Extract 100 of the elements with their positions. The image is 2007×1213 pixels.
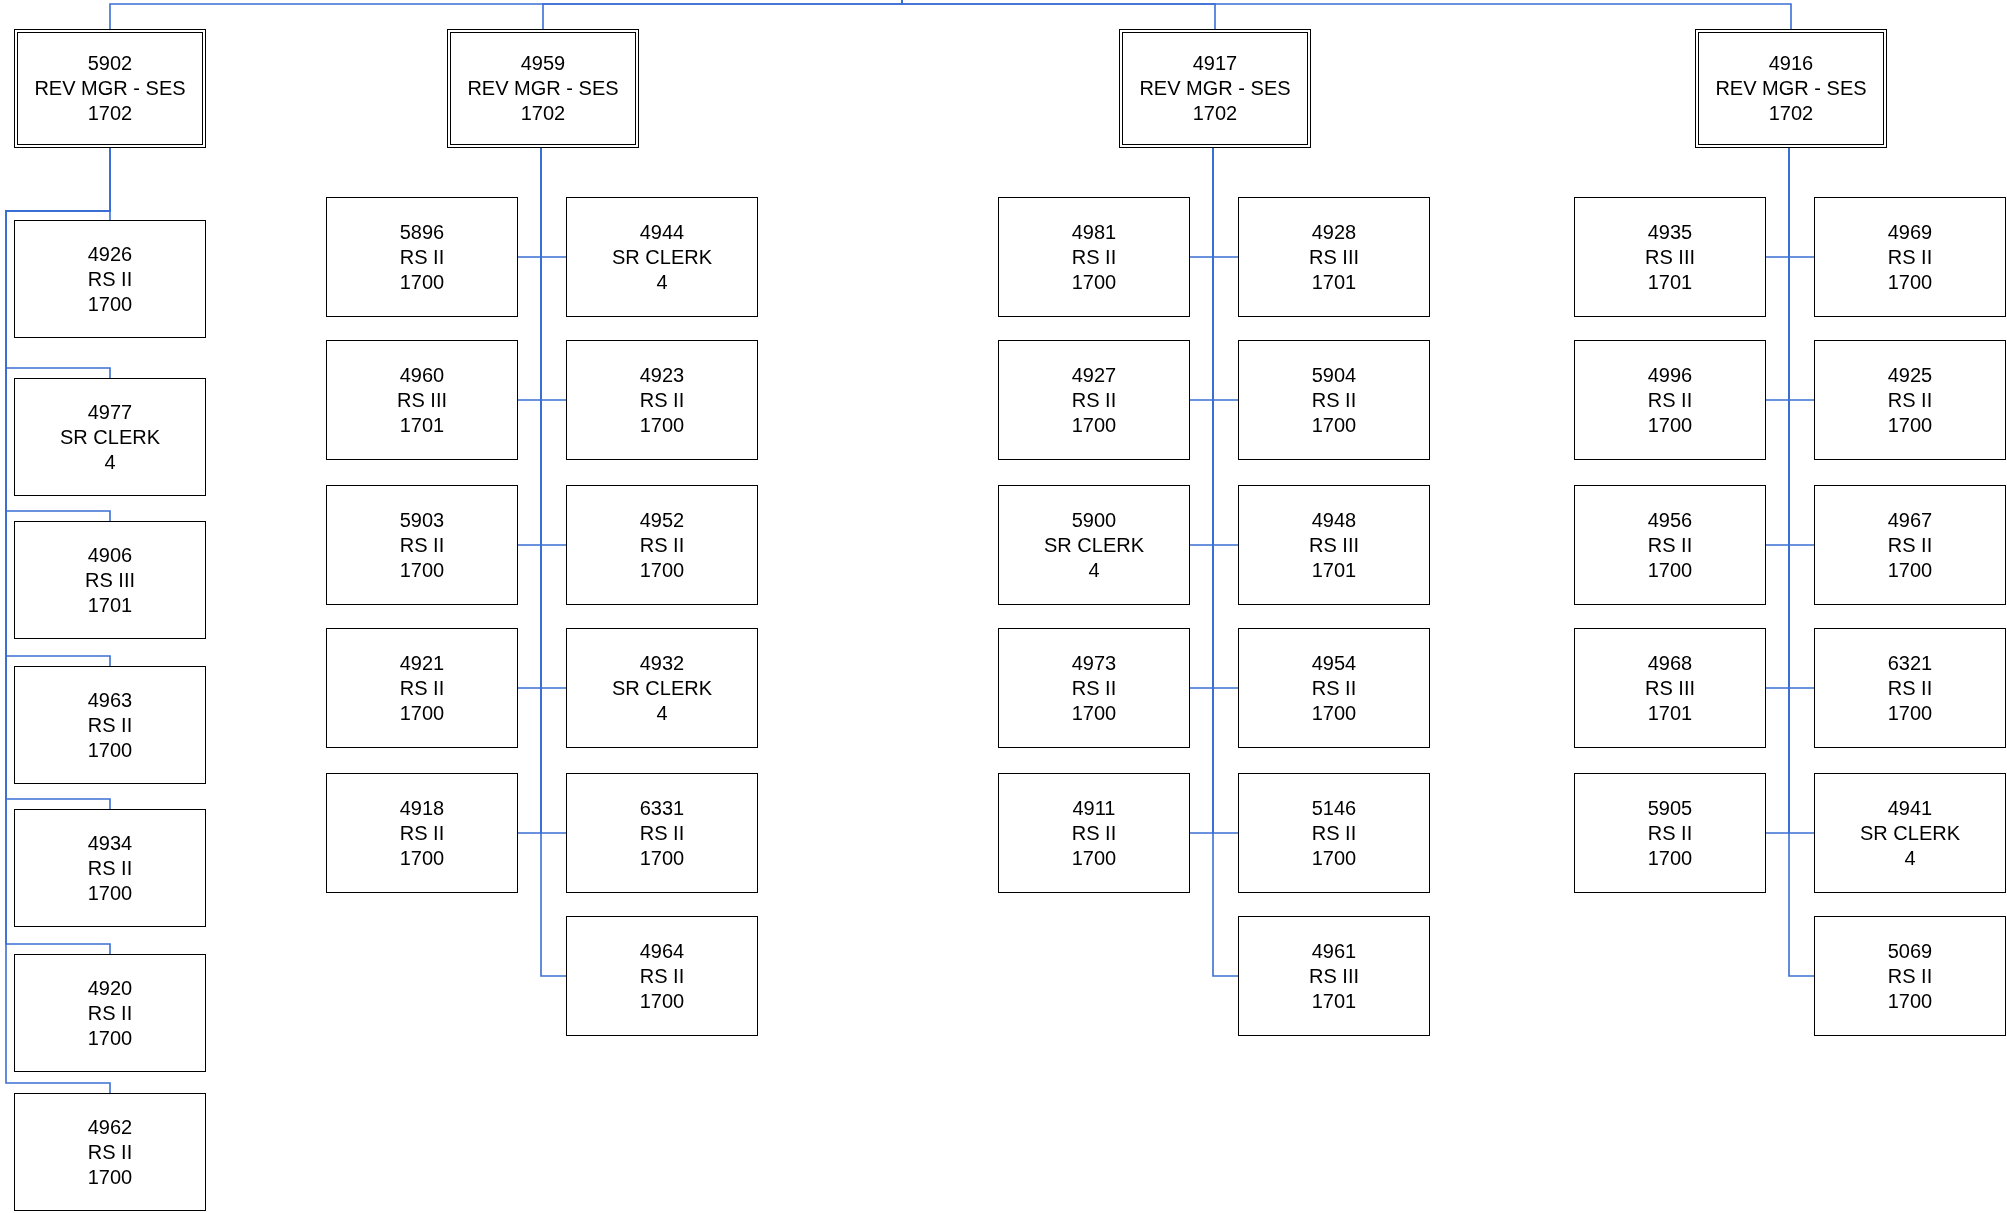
position-box — [566, 773, 758, 893]
position-text: 1700 — [1311, 700, 1357, 726]
position-text: 4948 — [1311, 507, 1357, 533]
position-text: 4932 — [639, 650, 685, 676]
position-text: 4934 — [87, 830, 133, 856]
position-box — [1574, 773, 1766, 893]
position-text: RS III — [1309, 244, 1359, 270]
position-box — [1238, 628, 1430, 748]
position-text: RS III — [85, 567, 135, 593]
position-box — [998, 340, 1190, 460]
position-box — [566, 485, 758, 605]
position-box — [566, 916, 758, 1036]
position-text: 5902 — [87, 51, 133, 76]
position-text: 1701 — [1311, 988, 1357, 1014]
position-text: 1700 — [1647, 412, 1693, 438]
position-text: 1700 — [1887, 412, 1933, 438]
position-text: 4926 — [87, 241, 133, 267]
position-text: RS II — [639, 532, 685, 558]
position-box — [1814, 773, 2006, 893]
position-text: 1700 — [639, 845, 685, 871]
position-text: 1701 — [1311, 557, 1357, 583]
position-box — [1238, 340, 1430, 460]
position-text: 4981 — [1071, 219, 1117, 245]
position-box — [1238, 485, 1430, 605]
position-text: 1700 — [639, 412, 685, 438]
position-text: SR CLERK — [1044, 532, 1144, 558]
manager-position-box — [1119, 29, 1311, 148]
position-text: REV MGR - SES — [34, 76, 186, 101]
position-text: RS II — [1647, 820, 1693, 846]
position-text: 4968 — [1647, 650, 1693, 676]
manager-position-box — [447, 29, 639, 148]
position-text: RS II — [1647, 532, 1693, 558]
position-text: 4963 — [87, 687, 133, 713]
position-text: 4 — [104, 449, 116, 475]
position-text: RS II — [639, 963, 685, 989]
position-text: RS III — [1645, 675, 1695, 701]
position-box — [1238, 197, 1430, 317]
position-text: RS II — [1887, 963, 1933, 989]
position-text: RS II — [1071, 244, 1117, 270]
position-text: 1700 — [87, 880, 133, 906]
position-text: 4996 — [1647, 362, 1693, 388]
position-box — [1574, 628, 1766, 748]
position-box — [326, 340, 518, 460]
position-text: 1702 — [1768, 101, 1814, 126]
position-text: RS II — [1887, 244, 1933, 270]
position-text: 1702 — [520, 101, 566, 126]
position-text: RS II — [399, 675, 445, 701]
connector-line — [901, 0, 1792, 30]
position-text: 4927 — [1071, 362, 1117, 388]
position-text: 1700 — [1071, 412, 1117, 438]
position-text: RS II — [87, 1000, 133, 1026]
position-box — [1814, 485, 2006, 605]
position-text: RS II — [399, 244, 445, 270]
position-text: RS II — [399, 532, 445, 558]
position-text: 1700 — [1071, 269, 1117, 295]
position-text: 4 — [1088, 557, 1100, 583]
position-text: 4977 — [87, 399, 133, 425]
position-text: RS II — [87, 266, 133, 292]
position-text: 1702 — [87, 101, 133, 126]
position-text: 1700 — [639, 988, 685, 1014]
position-text: 5900 — [1071, 507, 1117, 533]
position-text: RS II — [1647, 387, 1693, 413]
position-text: 4973 — [1071, 650, 1117, 676]
position-box — [326, 773, 518, 893]
position-text: 1700 — [1887, 557, 1933, 583]
position-text: RS III — [1645, 244, 1695, 270]
position-text: 4969 — [1887, 219, 1933, 245]
position-text: 4960 — [399, 362, 445, 388]
manager-position-box — [1695, 29, 1887, 148]
position-text: 4911 — [1072, 795, 1116, 821]
position-text: RS II — [1311, 387, 1357, 413]
position-text: 1700 — [639, 557, 685, 583]
position-text: 1700 — [1647, 557, 1693, 583]
position-text: RS II — [1311, 675, 1357, 701]
position-text: 4 — [656, 700, 668, 726]
position-text: 4964 — [639, 938, 685, 964]
position-text: 1700 — [87, 1025, 133, 1051]
position-box — [1574, 197, 1766, 317]
position-box — [326, 628, 518, 748]
position-box — [1814, 628, 2006, 748]
position-box — [14, 666, 206, 784]
position-text: RS II — [87, 1139, 133, 1165]
position-text: SR CLERK — [1860, 820, 1960, 846]
position-text: 1700 — [87, 291, 133, 317]
position-box — [14, 1093, 206, 1211]
position-text: RS II — [639, 387, 685, 413]
position-text: 4928 — [1311, 219, 1357, 245]
position-text: RS II — [1311, 820, 1357, 846]
position-box — [326, 485, 518, 605]
position-text: 4962 — [87, 1114, 133, 1140]
position-text: 4935 — [1647, 219, 1693, 245]
position-box — [14, 809, 206, 927]
position-text: 4921 — [399, 650, 445, 676]
position-text: 4906 — [87, 542, 133, 568]
position-text: 1701 — [399, 412, 445, 438]
position-text: 1700 — [1311, 412, 1357, 438]
position-text: REV MGR - SES — [1139, 76, 1291, 101]
connector-line — [542, 0, 903, 30]
position-box — [14, 220, 206, 338]
position-text: 1700 — [1071, 700, 1117, 726]
